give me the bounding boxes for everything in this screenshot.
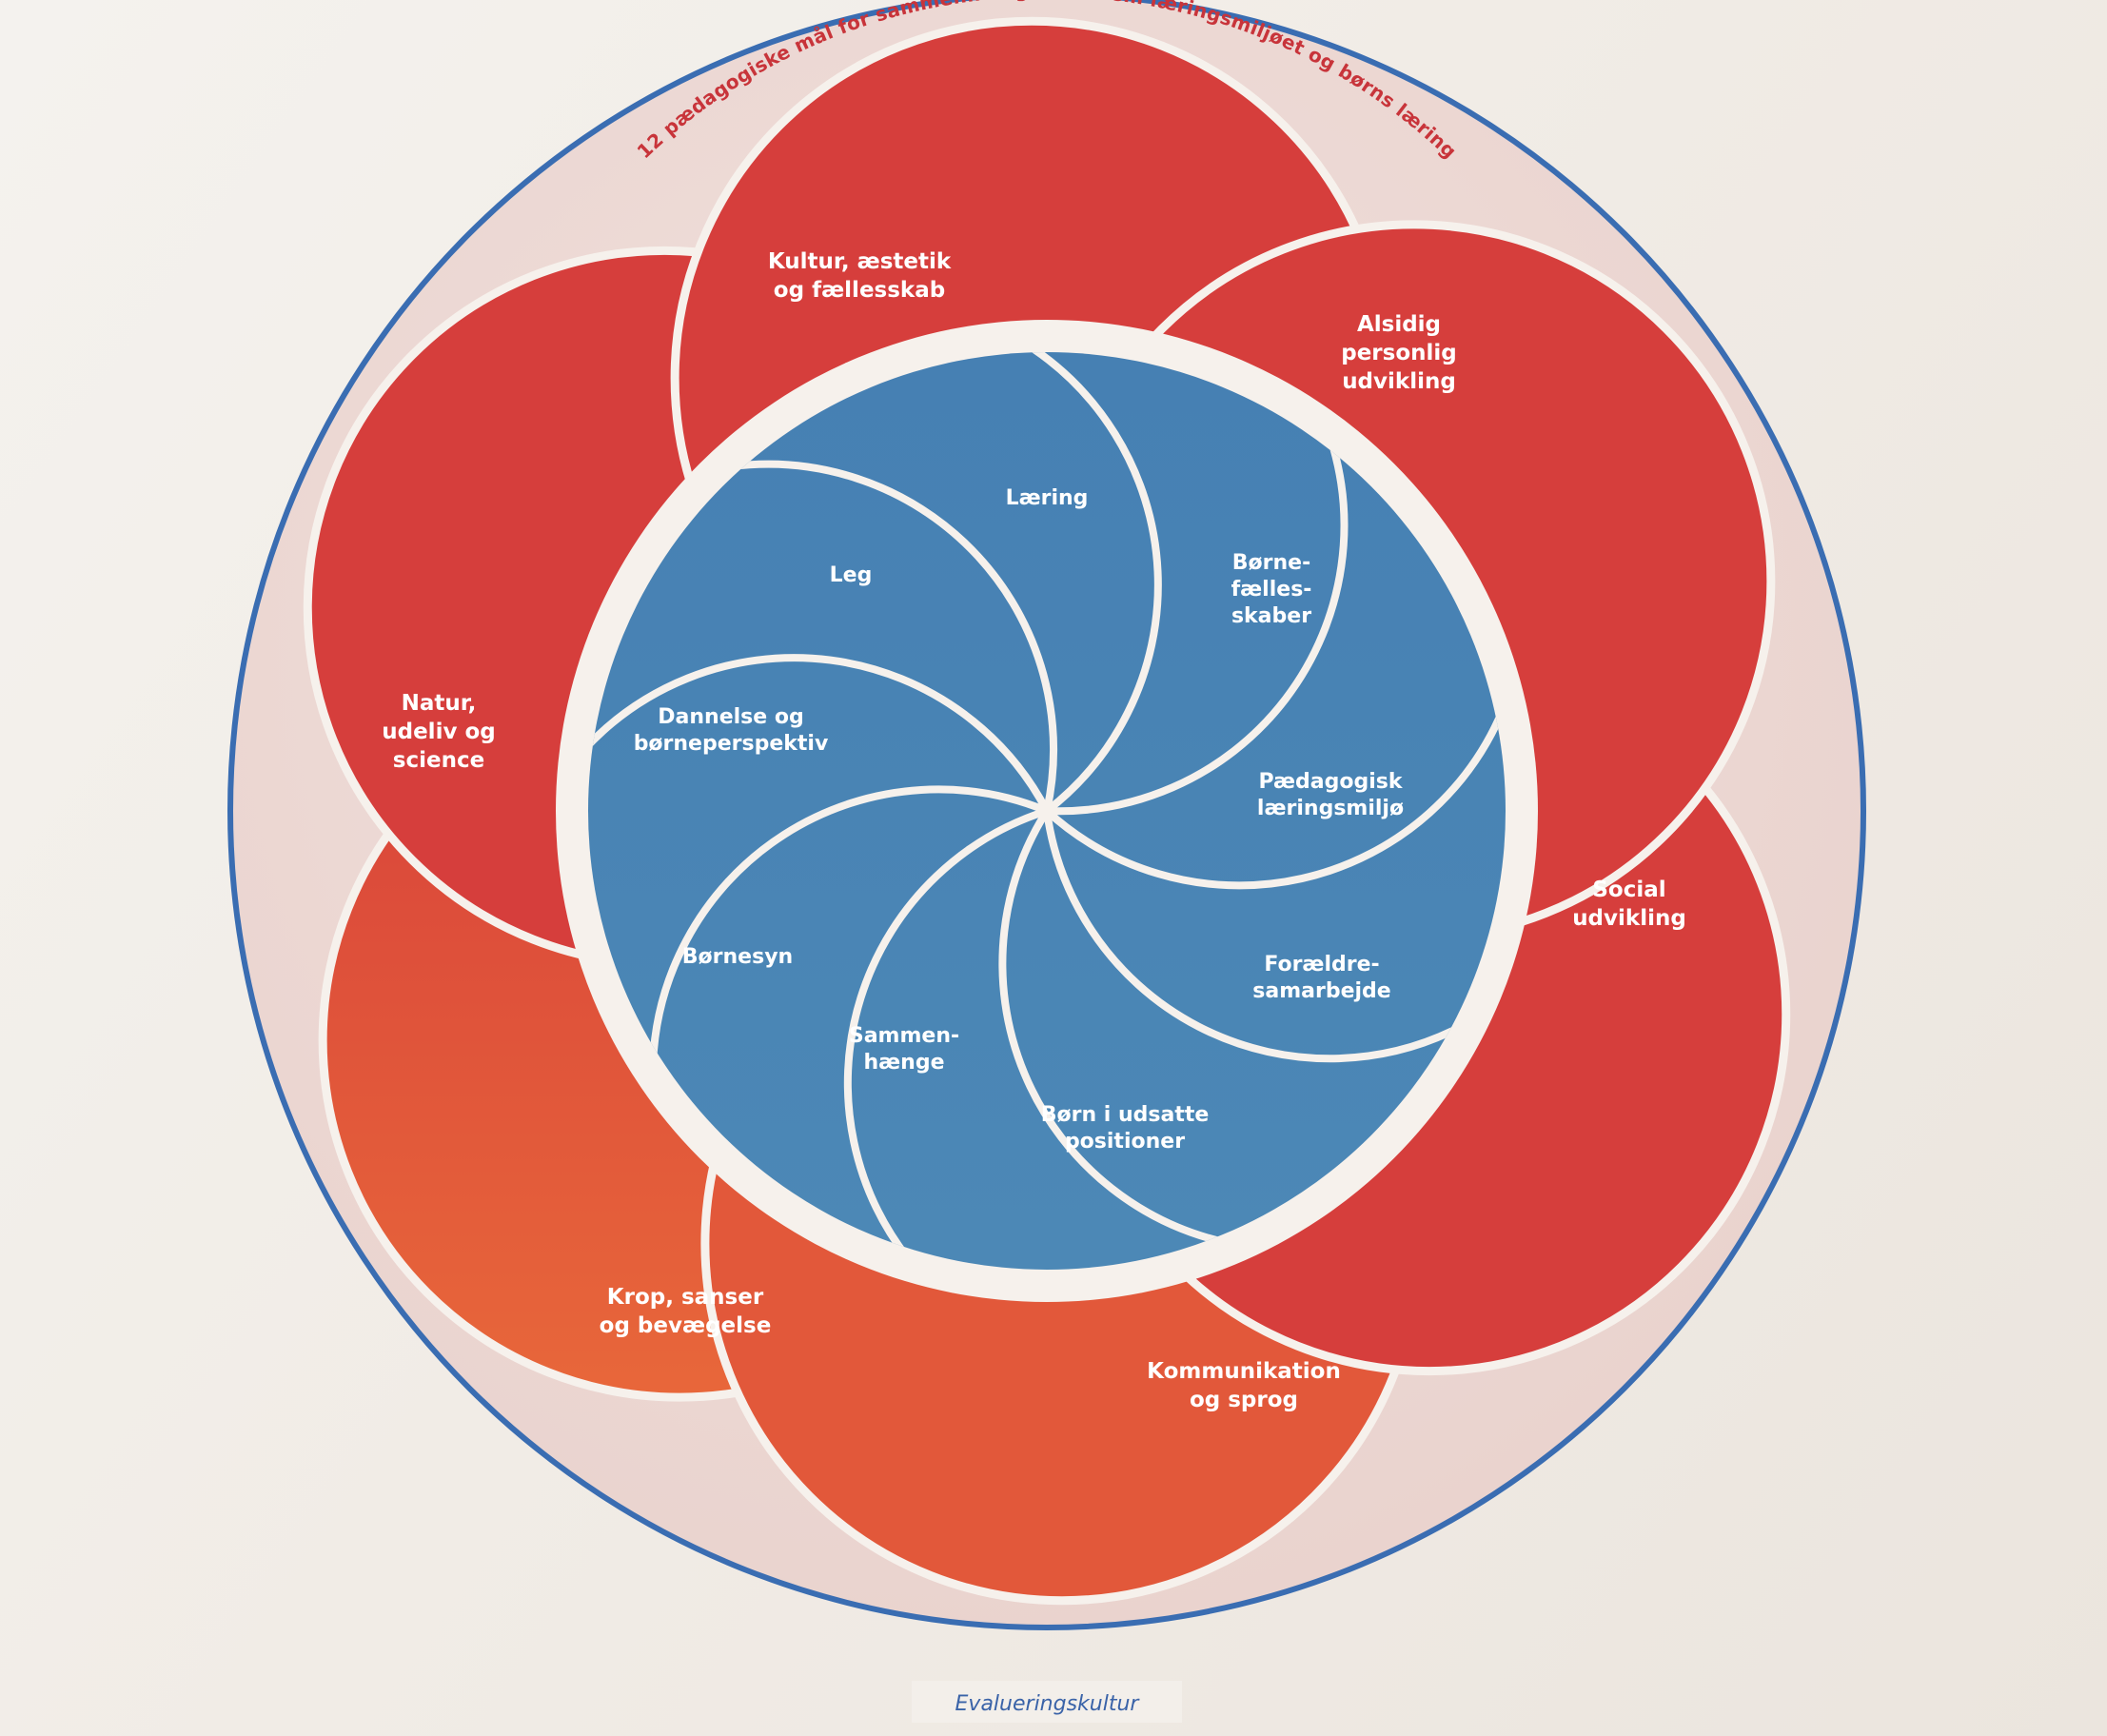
- goal-label-line: udvikling: [1342, 369, 1456, 394]
- goal-label-social: Social udvikling: [1572, 878, 1686, 931]
- core-label-line: Dannelse og: [658, 705, 803, 729]
- goal-label-line: personlig: [1341, 341, 1457, 365]
- core-label-line: Læring: [1006, 486, 1089, 510]
- swirl-line: [1043, 704, 1506, 890]
- goal-label-kultur: Kultur, æstetik og fællesskab: [768, 249, 952, 303]
- core-label-line: Pædagogisk: [1258, 770, 1403, 794]
- core-label-paedagogisk: Pædagogisk læringsmiljø: [1257, 770, 1404, 820]
- core-label-line: positioner: [1065, 1130, 1185, 1154]
- core-label-line: Børne-: [1232, 551, 1310, 575]
- core-label-line: Forældre-: [1264, 953, 1379, 976]
- core-label-line: læringsmiljø: [1257, 797, 1404, 820]
- goal-label-line: og bevægelse: [600, 1313, 772, 1338]
- core-label-line: Leg: [830, 563, 873, 587]
- swirl-line: [843, 807, 1051, 1262]
- goal-label-line: Social: [1592, 878, 1665, 902]
- core-label-foraeldre: Forældre-samarbejde: [1252, 953, 1390, 1003]
- core-label-laering: Læring: [1006, 486, 1089, 510]
- goal-label-line: science: [393, 748, 484, 773]
- core-label-bornefaelles: Børne-fælles-skaber: [1231, 551, 1312, 628]
- swirl-line: [725, 460, 1057, 815]
- goal-label-line: og sprog: [1190, 1388, 1298, 1412]
- core-element-disc: [588, 352, 1506, 1270]
- goal-label-kommunikation: Kommunikation og sprog: [1147, 1359, 1341, 1412]
- swirl-line: [998, 807, 1231, 1247]
- footer-label: Evalueringskultur: [955, 1692, 1141, 1716]
- goal-label-line: og fællesskab: [774, 278, 945, 303]
- swirl-line: [1021, 352, 1162, 815]
- core-label-line: fælles-: [1231, 578, 1312, 602]
- swirl-line: [588, 654, 1051, 815]
- goal-label-krop: Krop, sanser og bevægelse: [600, 1285, 772, 1338]
- swirl-line: [1043, 435, 1349, 816]
- core-label-leg: Leg: [830, 563, 873, 587]
- core-label-line: hænge: [863, 1051, 944, 1075]
- goal-label-line: udvikling: [1572, 906, 1686, 931]
- core-label-line: Børn i udsatte: [1041, 1103, 1210, 1127]
- core-label-bornesyn: Børnesyn: [682, 945, 793, 969]
- goal-label-line: Kommunikation: [1147, 1359, 1341, 1384]
- swirl-line: [649, 785, 1051, 1068]
- swirl-line: [1043, 807, 1467, 1063]
- goal-label-natur: Natur, udeliv og science: [382, 691, 495, 773]
- core-label-line: børneperspektiv: [634, 732, 829, 756]
- core-label-line: samarbejde: [1252, 979, 1390, 1003]
- goal-label-line: Natur,: [402, 691, 477, 716]
- footer-backdrop: [912, 1681, 1182, 1723]
- core-label-sammenhaenge: Sammen-hænge: [849, 1024, 959, 1075]
- core-label-line: Sammen-: [849, 1024, 959, 1048]
- swirl-lines: [588, 352, 1506, 1262]
- core-label-line: skaber: [1231, 604, 1311, 628]
- goal-label-line: udeliv og: [382, 720, 495, 744]
- goal-label-line: Alsidig: [1357, 312, 1441, 337]
- core-label-udsatte: Børn i udsatte positioner: [1041, 1103, 1210, 1154]
- core-label-dannelse: Dannelse og børneperspektiv: [634, 705, 829, 756]
- goal-label-line: Kultur, æstetik: [768, 249, 952, 274]
- core-label-line: Børnesyn: [682, 945, 793, 969]
- goal-label-alsidig: Alsidig personlig udvikling: [1341, 312, 1457, 394]
- goal-label-line: Krop, sanser: [607, 1285, 764, 1310]
